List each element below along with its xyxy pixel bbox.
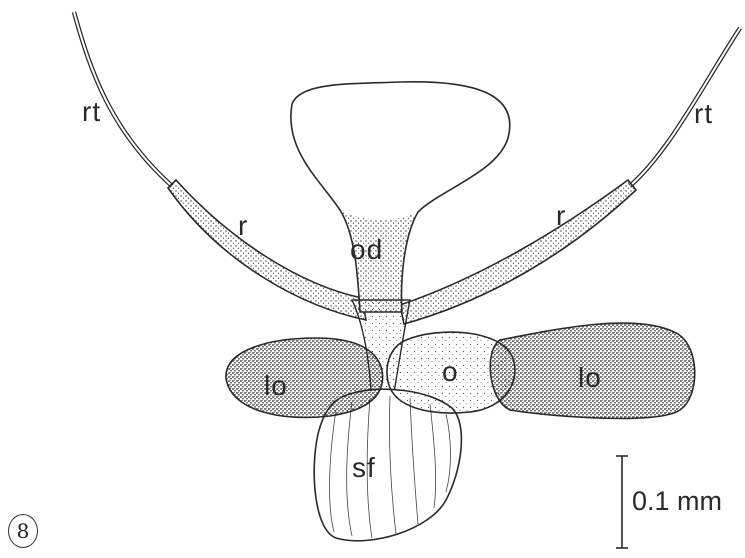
label-o: o — [442, 358, 459, 386]
label-lo-left: lo — [264, 372, 288, 400]
label-r-left: r — [238, 212, 248, 240]
label-rt-right: rt — [694, 100, 713, 128]
scale-bar-label: 0.1 mm — [632, 488, 722, 515]
label-lo-right: lo — [578, 364, 602, 392]
label-rt-left: rt — [82, 98, 101, 126]
rt-right-tube — [630, 28, 740, 186]
label-od: od — [350, 236, 383, 264]
label-r-right: r — [556, 202, 566, 230]
r-right-receptaculum — [400, 180, 636, 324]
figure-number: 8 — [8, 514, 38, 548]
label-sf: sf — [352, 454, 376, 482]
lo-left-lobe — [226, 338, 383, 417]
scale-bar — [616, 456, 628, 548]
